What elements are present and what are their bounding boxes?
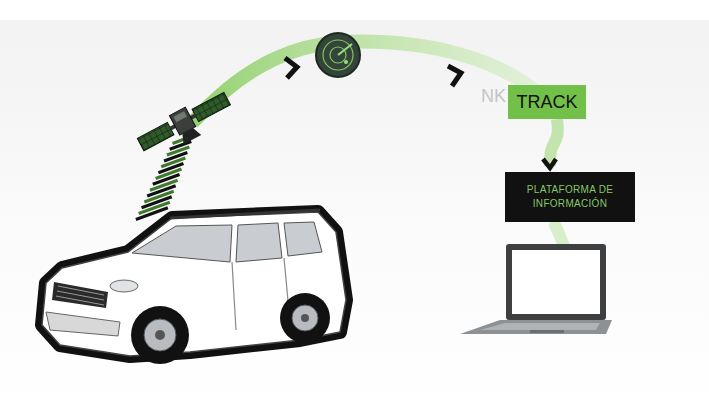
platform-box: PLATAFORMA DE INFORMACIÓN: [505, 172, 635, 222]
top-strip: [0, 0, 709, 20]
laptop-icon: [460, 244, 612, 334]
logo-box: TRACK: [508, 85, 586, 119]
radar-icon: [316, 33, 360, 77]
car-illustration: [42, 210, 346, 364]
signal-arc: [195, 42, 540, 120]
node-text: PLATAFORMA DE INFORMACIÓN: [515, 183, 625, 212]
signal-connector: [550, 119, 558, 166]
chevron: [285, 58, 297, 78]
chevron: [448, 66, 461, 86]
logo-faded-text: NK: [481, 86, 506, 107]
node-text: TRACK: [516, 89, 577, 115]
satellite-icon: [135, 88, 237, 162]
background: [0, 20, 709, 414]
